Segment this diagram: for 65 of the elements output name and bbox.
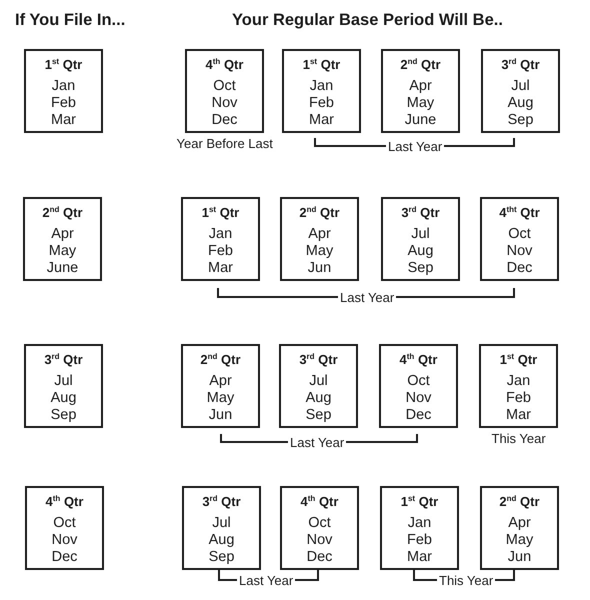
- quarter-box: [24, 49, 103, 133]
- column-heading: If You File In...: [15, 10, 126, 30]
- month-list: Jul Aug Sep: [50, 373, 76, 424]
- quarter-box: [280, 486, 359, 570]
- quarter-heading: 1$^{st}$ Qtr: [400, 494, 438, 509]
- month-list: Apr May Jun: [306, 226, 334, 277]
- month-list: Jul Aug Sep: [508, 78, 534, 129]
- quarter-heading: 3$^{rd}$ Qtr: [299, 352, 338, 367]
- quarter-box: [181, 344, 260, 428]
- quarter-heading: 1$^{st}$ Qtr: [500, 352, 538, 367]
- quarter-box: [381, 197, 460, 281]
- quarter-box: [24, 344, 103, 428]
- quarter-box: [185, 49, 264, 133]
- quarter-box: [181, 197, 260, 281]
- month-list: Apr May June: [46, 226, 78, 277]
- quarter-heading: 4$^{th}$ Qtr: [46, 494, 84, 509]
- quarter-box: [379, 344, 458, 428]
- quarter-box: [23, 197, 102, 281]
- month-list: Jul Aug Sep: [208, 515, 234, 566]
- quarter-heading: 2$^{nd}$ Qtr: [400, 57, 441, 72]
- quarter-heading: 2$^{nd}$ Qtr: [299, 205, 340, 220]
- quarter-heading: 4$^{tht}$ Qtr: [499, 205, 540, 220]
- month-list: Jul Aug Sep: [306, 373, 332, 424]
- quarter-box: [481, 49, 560, 133]
- quarter-heading: 4$^{th}$ Qtr: [300, 494, 338, 509]
- quarter-heading: 3$^{rd}$ Qtr: [44, 352, 83, 367]
- quarter-heading: 1$^{st}$ Qtr: [302, 57, 340, 72]
- quarter-box: [25, 486, 104, 570]
- month-list: Jan Feb Mar: [407, 515, 432, 566]
- quarter-heading: 3$^{rd}$ Qtr: [401, 205, 440, 220]
- period-label: This Year: [437, 572, 496, 588]
- month-list: Oct Nov Dec: [506, 226, 532, 277]
- month-list: Jan Feb Mar: [506, 373, 531, 424]
- month-list: Apr May Jun: [206, 373, 234, 424]
- month-list: Jan Feb Mar: [51, 78, 76, 129]
- quarter-box: [480, 197, 559, 281]
- quarter-heading: 1$^{st}$ Qtr: [44, 57, 82, 72]
- quarter-box: [279, 344, 358, 428]
- quarter-heading: 4$^{th}$ Qtr: [400, 352, 438, 367]
- quarter-heading: 2$^{nd}$ Qtr: [42, 205, 83, 220]
- month-list: Oct Nov Dec: [212, 78, 238, 129]
- quarter-box: [280, 197, 359, 281]
- month-list: Oct Nov Dec: [52, 515, 78, 566]
- quarter-heading: 3$^{rd}$ Qtr: [202, 494, 241, 509]
- quarter-box: [479, 344, 558, 428]
- quarter-box: [182, 486, 261, 570]
- quarter-heading: 3$^{rd}$ Qtr: [501, 57, 540, 72]
- month-list: Oct Nov Dec: [406, 373, 432, 424]
- quarter-heading: 1$^{st}$ Qtr: [202, 205, 240, 220]
- month-list: Jan Feb Mar: [309, 78, 334, 129]
- quarter-heading: 4$^{th}$ Qtr: [206, 57, 244, 72]
- month-list: Jan Feb Mar: [208, 226, 233, 277]
- month-list: Oct Nov Dec: [306, 515, 332, 566]
- quarter-heading: 2$^{nd}$ Qtr: [200, 352, 241, 367]
- period-caption: Year Before Last: [176, 136, 273, 151]
- quarter-heading: 2$^{nd}$ Qtr: [499, 494, 540, 509]
- quarter-box: [380, 486, 459, 570]
- month-list: Jul Aug Sep: [408, 226, 434, 277]
- quarter-box: [282, 49, 361, 133]
- quarter-box: [381, 49, 460, 133]
- month-list: Apr May Jun: [506, 515, 534, 566]
- quarter-box: [480, 486, 559, 570]
- column-heading: Your Regular Base Period Will Be..: [232, 10, 503, 30]
- month-list: Apr May June: [404, 78, 436, 129]
- period-caption: This Year: [492, 431, 546, 446]
